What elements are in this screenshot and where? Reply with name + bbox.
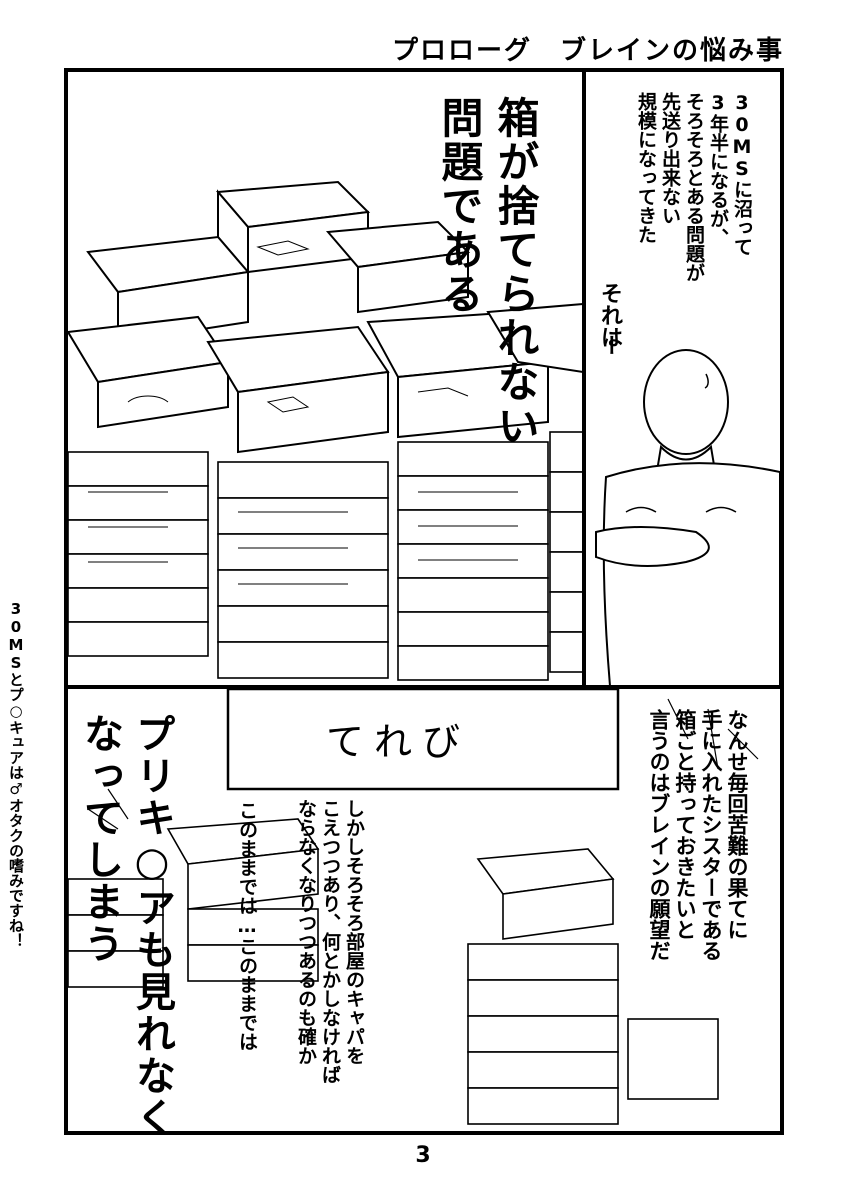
caption-line-1: 箱が捨てられない bbox=[491, 96, 540, 448]
panel-character: 30MSに沼って 3年半になるが、 そろそろとある問題が 先送り出来ない 規模に… bbox=[582, 68, 784, 690]
page-number: 3 bbox=[415, 1143, 431, 1168]
margin-note: 30MSとプ○キュアは♂オタクの嗜みですね！ bbox=[7, 600, 25, 948]
page-title: プロローグ ブレインの悩み事 bbox=[391, 36, 784, 66]
narration-line-3: そろそろとある問題が bbox=[683, 92, 705, 282]
panel-box-pile: 箱が捨てられない 問題である bbox=[64, 68, 587, 690]
big-caption-line-1: プリキ○アも見れなく bbox=[129, 713, 175, 1135]
narration-line-5: 規模になってきた bbox=[635, 92, 657, 244]
narration-line-4: 先送り出来ない bbox=[659, 92, 681, 225]
narration-mid-line-1: しかしそろそろ部屋のキャパを bbox=[343, 799, 365, 1065]
panel-room: てれび なんせ毎回苦難の果てに 手に入れたシスターである 箱ごと持っておきたいと… bbox=[64, 685, 784, 1135]
tv-label: てれび bbox=[326, 720, 471, 764]
narration-line-2: 3年半になるが、 bbox=[707, 92, 729, 247]
thought-text: このままでは…このままでは bbox=[236, 801, 258, 1051]
narration-right-line-2: 手に入れたシスターである bbox=[699, 709, 723, 961]
speech-dash: ー bbox=[597, 334, 622, 356]
room-drawing bbox=[68, 689, 759, 1125]
character-drawing bbox=[595, 349, 780, 686]
narration-mid-line-3: ならなくなりつつあるのも確か bbox=[295, 799, 317, 1065]
narration-line-1: 30MSに沼って bbox=[731, 92, 753, 256]
narration-right-line-1: なんせ毎回苦難の果てに bbox=[725, 709, 749, 940]
narration-right-line-3: 箱ごと持っておきたいと bbox=[673, 709, 697, 940]
big-caption-line-2: なってしまう bbox=[77, 713, 123, 965]
caption-line-2: 問題である bbox=[435, 96, 484, 316]
speech-sore-wa: それは bbox=[597, 282, 622, 348]
box-pile-drawing bbox=[68, 180, 583, 681]
narration-mid-line-2: こえつつあり、何とかしなければ bbox=[319, 799, 341, 1084]
narration-right-line-4: 言うのはブレインの願望だ bbox=[647, 709, 671, 961]
